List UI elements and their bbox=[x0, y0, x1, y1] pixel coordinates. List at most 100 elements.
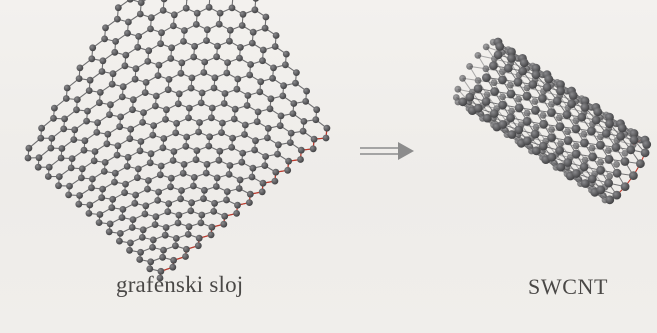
carbon-atom bbox=[182, 4, 190, 12]
transition-arrow-icon bbox=[360, 142, 414, 160]
carbon-atom bbox=[514, 103, 524, 113]
carbon-atom bbox=[310, 135, 318, 143]
carbon-atom bbox=[113, 151, 121, 159]
carbon-atom bbox=[473, 84, 483, 93]
carbon-atom bbox=[489, 61, 498, 71]
carbon-atom bbox=[111, 169, 119, 177]
carbon-atom bbox=[157, 267, 165, 275]
carbon-atom bbox=[149, 244, 156, 251]
carbon-atom bbox=[37, 134, 45, 142]
carbon-atom bbox=[119, 83, 127, 91]
carbon-atom bbox=[151, 221, 159, 229]
carbon-atom bbox=[94, 119, 101, 127]
carbon-atom bbox=[129, 216, 137, 224]
carbon-atom bbox=[237, 44, 244, 51]
carbon-atom bbox=[192, 21, 200, 28]
carbon-atom bbox=[83, 117, 90, 125]
carbon-atom bbox=[138, 234, 146, 241]
carbon-atom bbox=[562, 110, 572, 120]
carbon-atom bbox=[629, 129, 639, 138]
carbon-atom bbox=[539, 112, 547, 119]
carbon-atom bbox=[498, 75, 507, 85]
carbon-atom bbox=[149, 131, 157, 139]
carbon-atom bbox=[507, 54, 516, 63]
nanotube-atoms bbox=[452, 37, 652, 205]
carbon-atom bbox=[279, 92, 287, 100]
carbon-atom bbox=[482, 73, 491, 82]
carbon-atom bbox=[482, 113, 492, 123]
carbon-atom bbox=[606, 172, 613, 180]
carbon-atom bbox=[493, 50, 503, 60]
carbon-atom bbox=[459, 74, 466, 82]
carbon-atom bbox=[231, 105, 239, 113]
carbon-atom bbox=[498, 100, 507, 110]
carbon-atom bbox=[155, 188, 163, 196]
carbon-atom bbox=[528, 80, 538, 89]
carbon-atom bbox=[571, 149, 581, 159]
carbon-atom bbox=[235, 185, 243, 192]
carbon-atom bbox=[99, 185, 106, 193]
carbon-atom bbox=[141, 210, 149, 218]
carbon-atom bbox=[322, 134, 330, 142]
carbon-atom bbox=[129, 96, 137, 104]
carbon-atom bbox=[159, 6, 167, 14]
carbon-atom bbox=[174, 100, 182, 108]
carbon-atom bbox=[188, 74, 196, 82]
carbon-atom bbox=[190, 182, 197, 190]
carbon-atom bbox=[118, 214, 126, 222]
carbon-atom bbox=[126, 135, 134, 143]
carbon-atom bbox=[604, 154, 614, 164]
carbon-atom bbox=[246, 199, 253, 207]
carbon-atom bbox=[128, 224, 136, 231]
carbon-atom bbox=[68, 155, 76, 163]
carbon-atom bbox=[530, 129, 540, 139]
carbon-atom bbox=[96, 89, 104, 96]
carbon-atom bbox=[111, 178, 118, 186]
carbon-atom bbox=[300, 118, 308, 125]
carbon-atom bbox=[243, 102, 251, 109]
carbon-atom bbox=[548, 101, 555, 108]
carbon-atom bbox=[89, 175, 96, 183]
carbon-atom bbox=[177, 195, 185, 203]
carbon-atom bbox=[580, 179, 590, 188]
carbon-atom bbox=[90, 157, 98, 165]
carbon-atom bbox=[604, 178, 613, 188]
carbon-atom bbox=[216, 9, 224, 17]
carbon-atom bbox=[579, 162, 589, 172]
carbon-atom bbox=[247, 61, 255, 68]
carbon-atom bbox=[474, 52, 482, 59]
carbon-atom bbox=[134, 165, 142, 173]
carbon-atom bbox=[518, 66, 527, 76]
carbon-atom bbox=[145, 177, 152, 184]
carbon-atom bbox=[182, 142, 190, 150]
carbon-atom bbox=[156, 171, 164, 179]
carbon-atom bbox=[507, 130, 517, 139]
carbon-atom bbox=[35, 154, 43, 162]
carbon-atom bbox=[147, 14, 155, 22]
graphene-atoms bbox=[24, 0, 331, 282]
carbon-atom bbox=[172, 242, 179, 250]
carbon-atom bbox=[91, 148, 99, 155]
carbon-atom bbox=[147, 150, 155, 158]
carbon-atom bbox=[184, 231, 192, 238]
carbon-atom bbox=[145, 47, 153, 55]
carbon-atom bbox=[109, 195, 117, 203]
carbon-atom bbox=[203, 26, 211, 34]
carbon-atom bbox=[280, 82, 287, 90]
carbon-atom bbox=[251, 146, 258, 154]
carbon-atom bbox=[234, 201, 241, 209]
nanotube-swcnt bbox=[452, 37, 652, 205]
carbon-atom bbox=[299, 127, 307, 135]
carbon-atom bbox=[121, 189, 128, 197]
carbon-atom bbox=[297, 156, 304, 163]
carbon-atom bbox=[538, 141, 548, 151]
carbon-atom bbox=[169, 263, 177, 271]
carbon-atom bbox=[150, 122, 158, 129]
carbon-atom bbox=[131, 75, 139, 83]
carbon-atom bbox=[596, 140, 605, 150]
carbon-atom bbox=[118, 93, 126, 101]
carbon-atom bbox=[132, 65, 140, 73]
carbon-atom bbox=[495, 42, 505, 51]
carbon-atom bbox=[96, 211, 104, 218]
carbon-atom bbox=[63, 84, 71, 92]
